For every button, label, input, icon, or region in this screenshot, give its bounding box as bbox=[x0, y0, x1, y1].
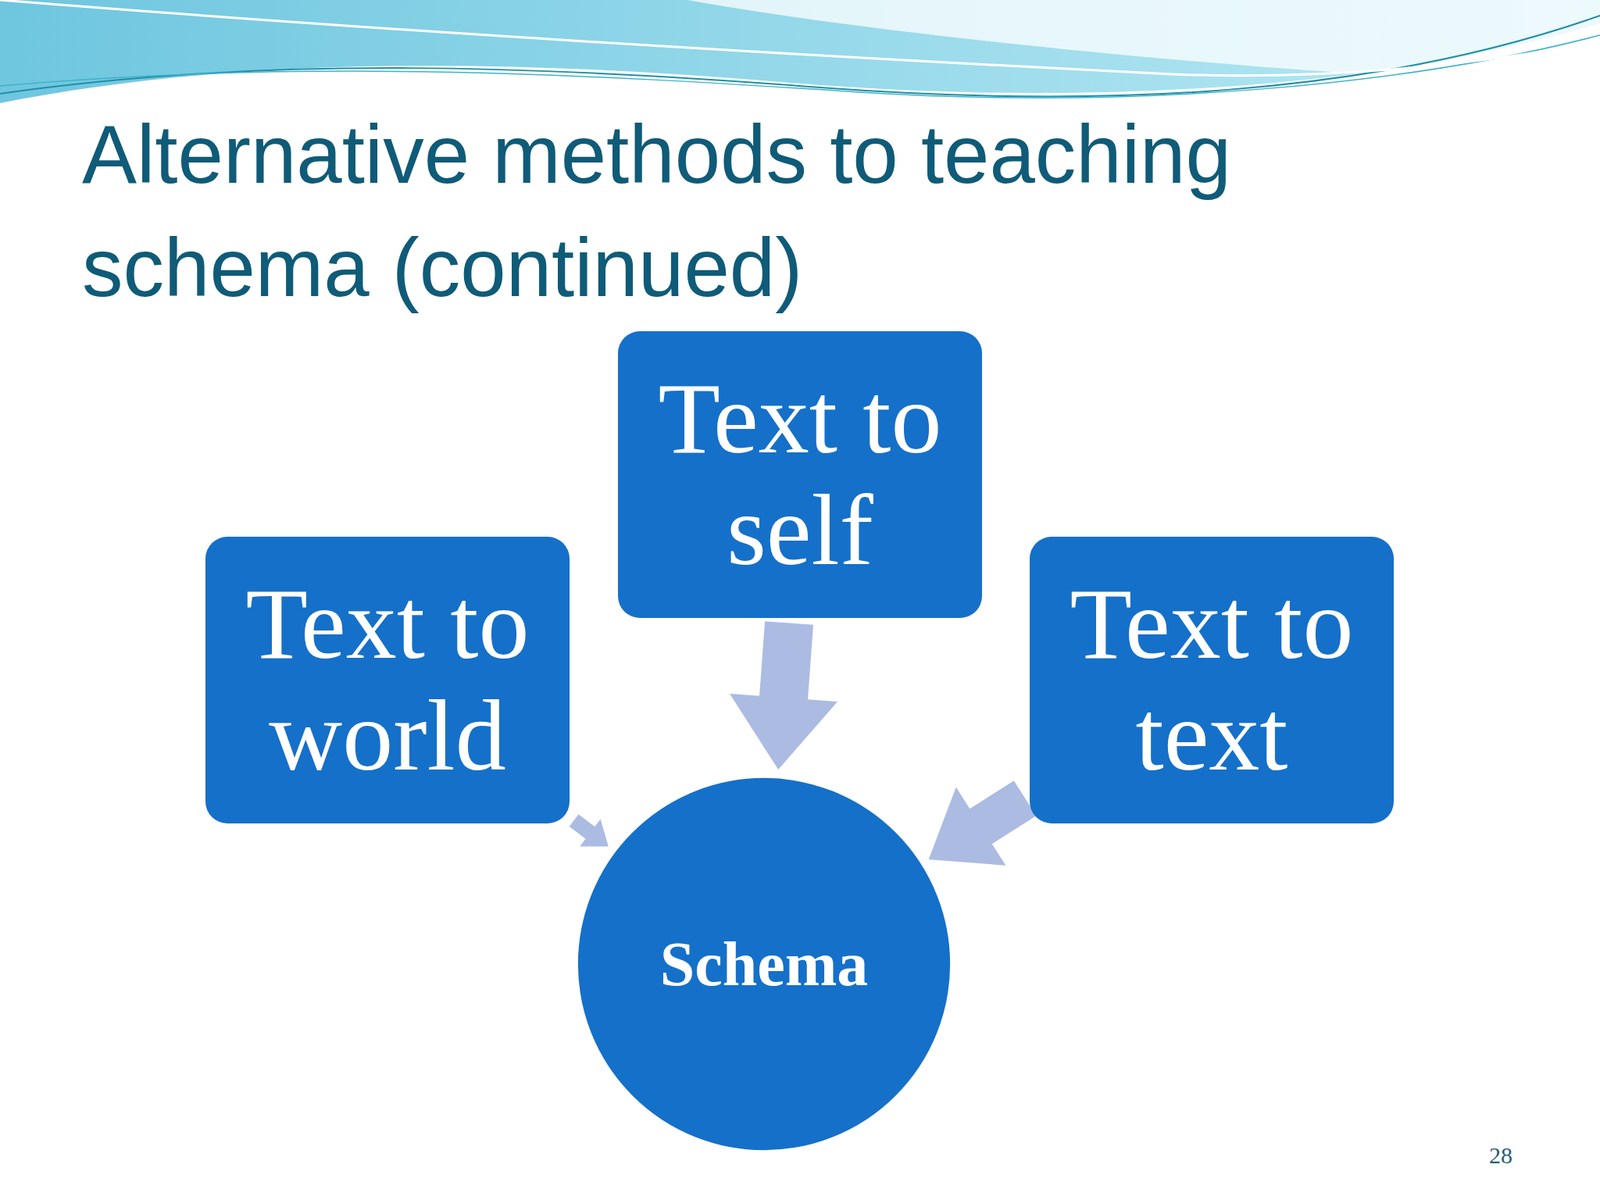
connection-box: Text to world bbox=[205, 536, 570, 824]
circle-fill bbox=[576, 776, 951, 1151]
box-label: Text to world bbox=[222, 567, 553, 792]
page-number: 28 bbox=[1489, 1142, 1513, 1169]
box-label: Text to text bbox=[1046, 567, 1377, 792]
box-label: Text to self bbox=[635, 362, 965, 586]
connection-box: Text to self bbox=[617, 331, 983, 618]
wave-line bbox=[0, 35, 1600, 98]
connection-box: Text to text bbox=[1029, 536, 1394, 824]
slide-title: Alternative methods to teaching schema (… bbox=[82, 97, 1489, 325]
block-arrow bbox=[728, 620, 840, 772]
wave-line bbox=[0, 0, 1600, 76]
wave-line bbox=[0, 15, 1600, 97]
circle-label: Schema bbox=[660, 929, 869, 999]
wave-band bbox=[0, 0, 1600, 104]
schema-circle: Schema bbox=[575, 775, 954, 1154]
block-arrow bbox=[927, 779, 1037, 867]
block-arrow bbox=[567, 813, 610, 848]
